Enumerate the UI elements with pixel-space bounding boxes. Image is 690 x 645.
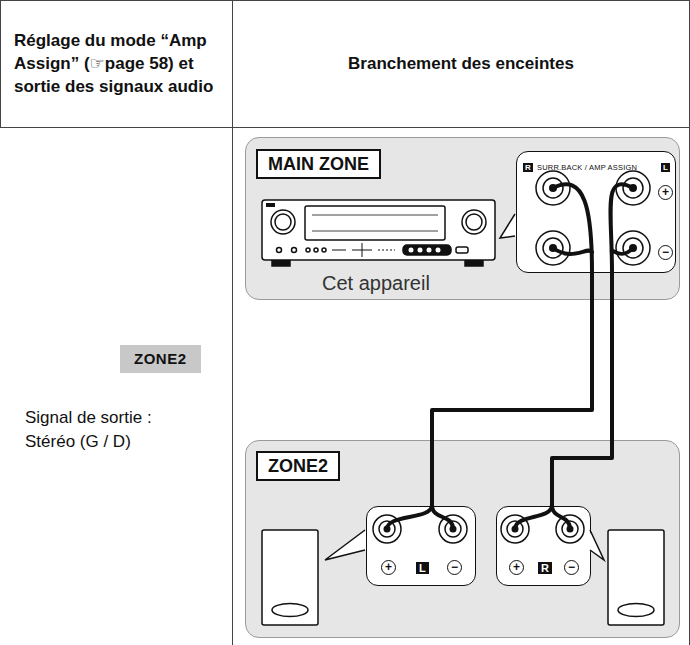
text-holder: R — [523, 156, 533, 174]
text-holder: Cet appareil — [322, 272, 430, 295]
speaker-wire — [432, 273, 592, 506]
polarity-mark: − — [658, 245, 673, 260]
speaker-wire — [552, 273, 612, 506]
channel-mark: R — [538, 562, 552, 574]
channel-mark: R — [523, 163, 533, 172]
text-holder: L — [661, 156, 670, 174]
header-text: Branchement des enceintes — [348, 52, 574, 75]
polarity-mark: + — [381, 560, 396, 575]
polarity-mark: − — [564, 560, 579, 575]
text-holder: + — [509, 557, 524, 575]
speaker-wire — [387, 184, 633, 529]
polarity-mark: + — [658, 185, 673, 200]
text-holder: R — [538, 558, 552, 576]
callout-pointer — [325, 214, 604, 560]
text-holder: ZONE2 — [256, 451, 340, 481]
terminal-name: SURR.BACK / AMP ASSIGN — [537, 163, 637, 172]
zone-badge-text: ZONE2 — [134, 350, 187, 367]
speaker-illustration — [262, 530, 664, 625]
zone-tag: MAIN ZONE — [256, 149, 381, 179]
receiver-illustration — [262, 200, 495, 266]
text-holder: SURR.BACK / AMP ASSIGN — [537, 156, 637, 174]
channel-mark: L — [661, 163, 670, 172]
text-holder: − — [658, 242, 673, 260]
header-cell: Branchement des enceintes — [232, 0, 690, 127]
zone-tag: ZONE2 — [256, 451, 340, 481]
signal-note: Signal de sortie : Stéréo (G / D) — [25, 406, 195, 454]
device-caption: Cet appareil — [322, 272, 430, 294]
header-text: Réglage du mode “Amp Assign” (☞page 58) … — [14, 29, 218, 98]
speaker-terminal — [373, 171, 650, 543]
text-holder: + — [658, 182, 673, 200]
text-holder: − — [447, 557, 462, 575]
text-holder: − — [564, 557, 579, 575]
header-cell: Réglage du mode “Amp Assign” (☞page 58) … — [0, 0, 232, 127]
text-holder: + — [381, 557, 396, 575]
text-holder: L — [416, 558, 429, 576]
label-holder: Signal de sortie : Stéréo (G / D) — [25, 406, 195, 454]
text-holder: MAIN ZONE — [256, 149, 381, 179]
channel-mark: L — [416, 562, 429, 574]
polarity-mark: + — [509, 560, 524, 575]
zone-badge: ZONE2 — [120, 345, 201, 373]
polarity-mark: − — [447, 560, 462, 575]
